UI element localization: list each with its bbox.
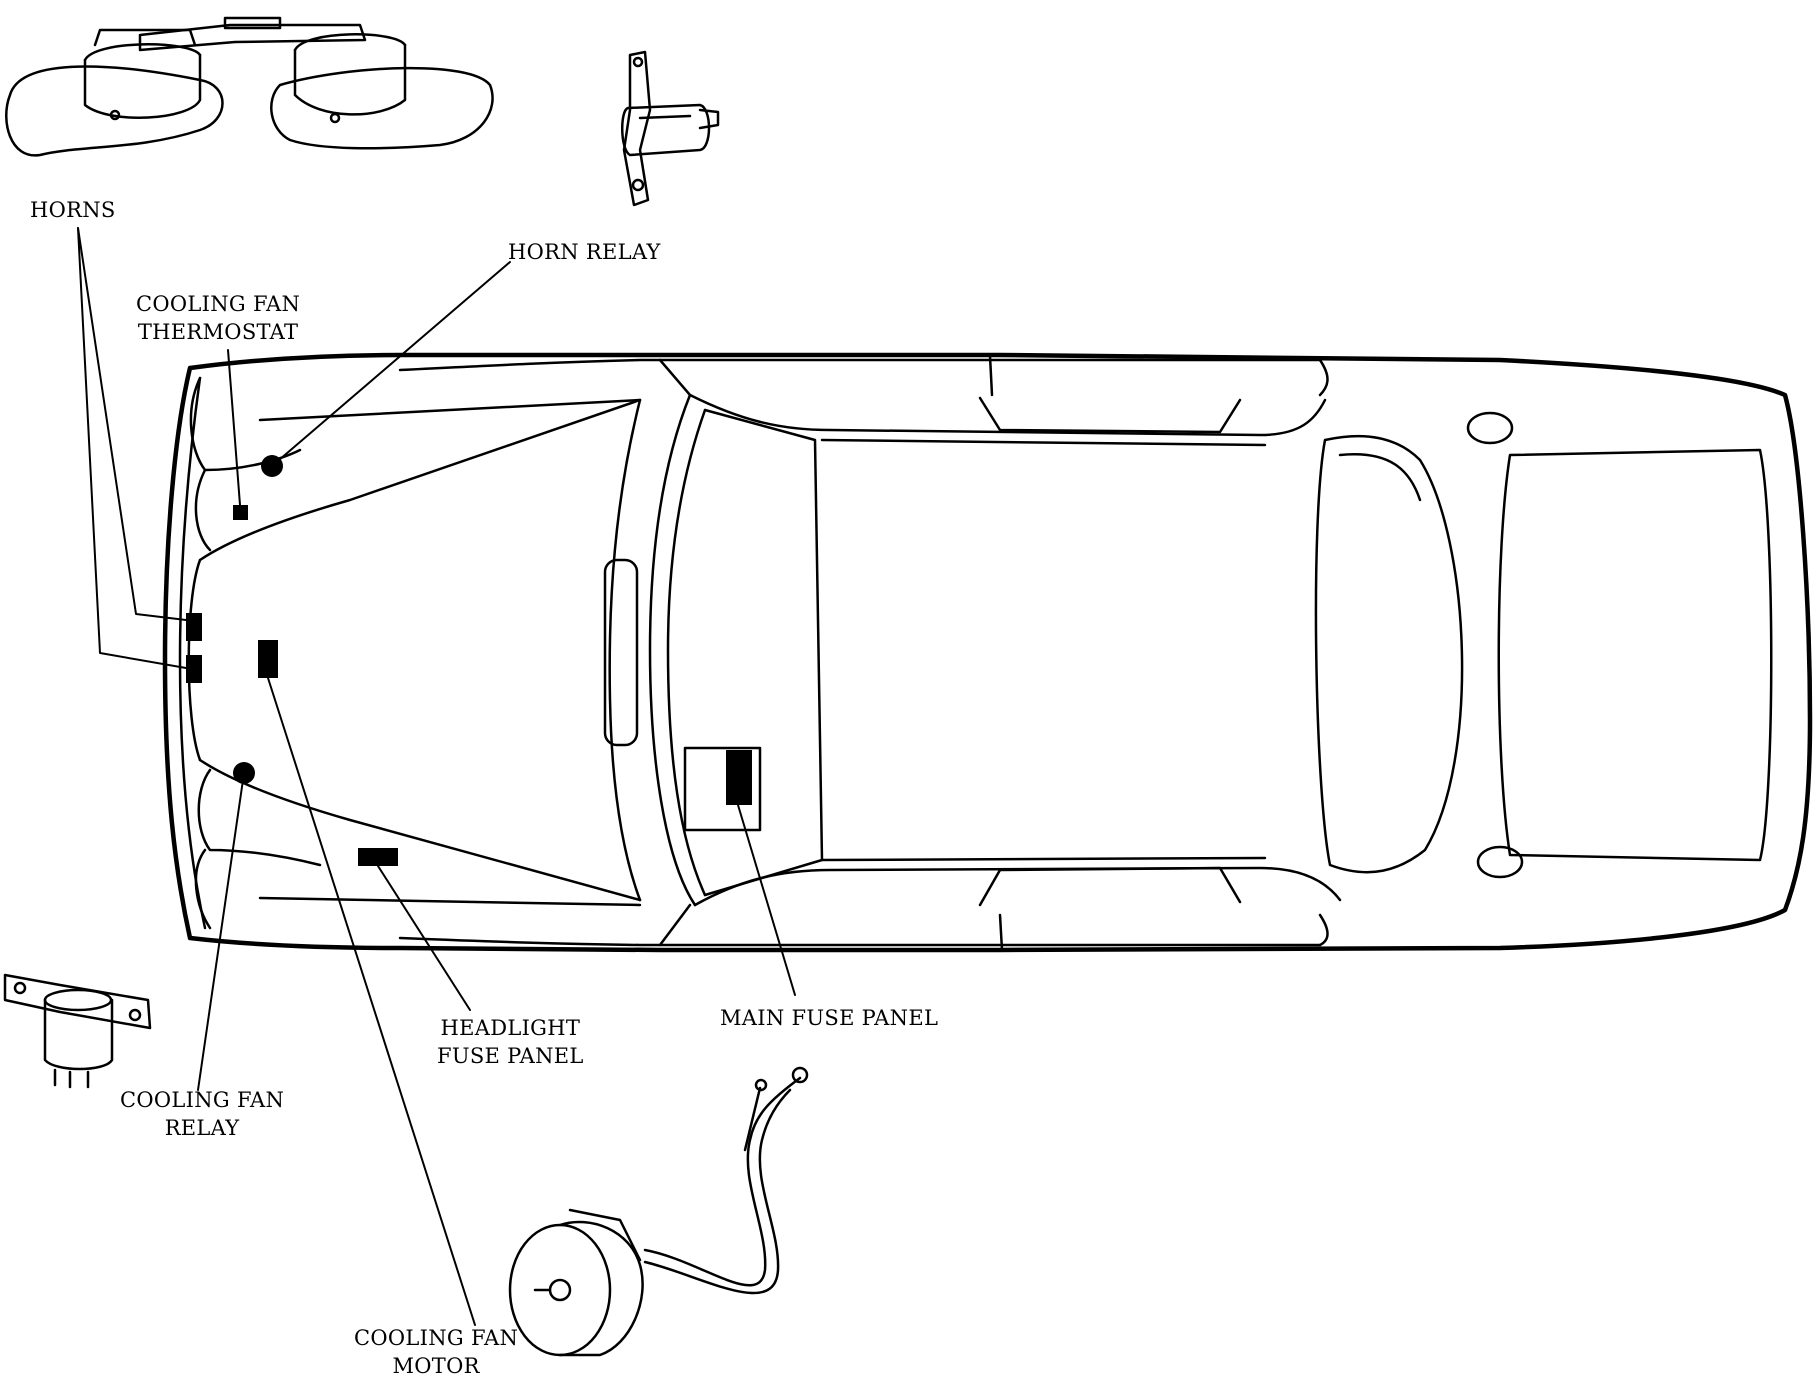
horn-relay-leader [271,261,511,467]
thermostat-marker [233,505,248,520]
thermostat-leader [227,349,241,506]
main-fuse-panel-leader [737,804,796,996]
cooling-fan-motor-leader [267,677,476,1326]
headlight-fuse-panel-marker [358,848,398,866]
cooling-fan-relay-line-1: COOLING FAN [120,1088,285,1112]
cooling-fan-relay-illustration [3,973,152,1089]
headlight-fuse-panel-line-2: FUSE PANEL [437,1044,584,1068]
cooling-fan-motor-label: COOLING FAN MOTOR [354,1324,518,1380]
horn-marker-lower [186,655,202,683]
cooling-fan-relay-label: COOLING FAN RELAY [120,1086,284,1142]
horn-relay-illustration [621,50,720,207]
horns-leader-lower [77,227,187,669]
horn-relay-label: HORN RELAY [508,240,661,264]
headlight-fuse-panel-leader [377,865,471,1011]
headlight-fuse-panel-label: HEADLIGHT FUSE PANEL [437,1014,584,1070]
cooling-fan-motor-marker [258,640,278,678]
headlight-fuse-panel-line-1: HEADLIGHT [440,1016,581,1040]
leader-lines [77,227,796,1326]
cooling-fan-thermostat-line-1: COOLING FAN [136,292,301,316]
cooling-fan-thermostat-label: COOLING FAN THERMOSTAT [136,290,300,346]
car-top-view [162,352,1813,953]
horns-illustration [5,16,494,157]
cooling-fan-motor-line-2: MOTOR [392,1354,480,1378]
cooling-fan-motor-line-1: COOLING FAN [354,1326,519,1350]
cooling-fan-thermostat-line-2: THERMOSTAT [137,320,299,344]
cooling-fan-relay-leader [197,772,245,1091]
cooling-fan-relay-line-2: RELAY [164,1116,240,1140]
horns-label: HORNS [30,198,116,222]
horns-leader-upper [77,227,187,621]
main-fuse-panel-marker [726,750,752,805]
horn-marker-upper [186,613,202,641]
main-fuse-panel-label: MAIN FUSE PANEL [720,1006,939,1030]
cooling-fan-motor-illustration [508,1066,809,1357]
